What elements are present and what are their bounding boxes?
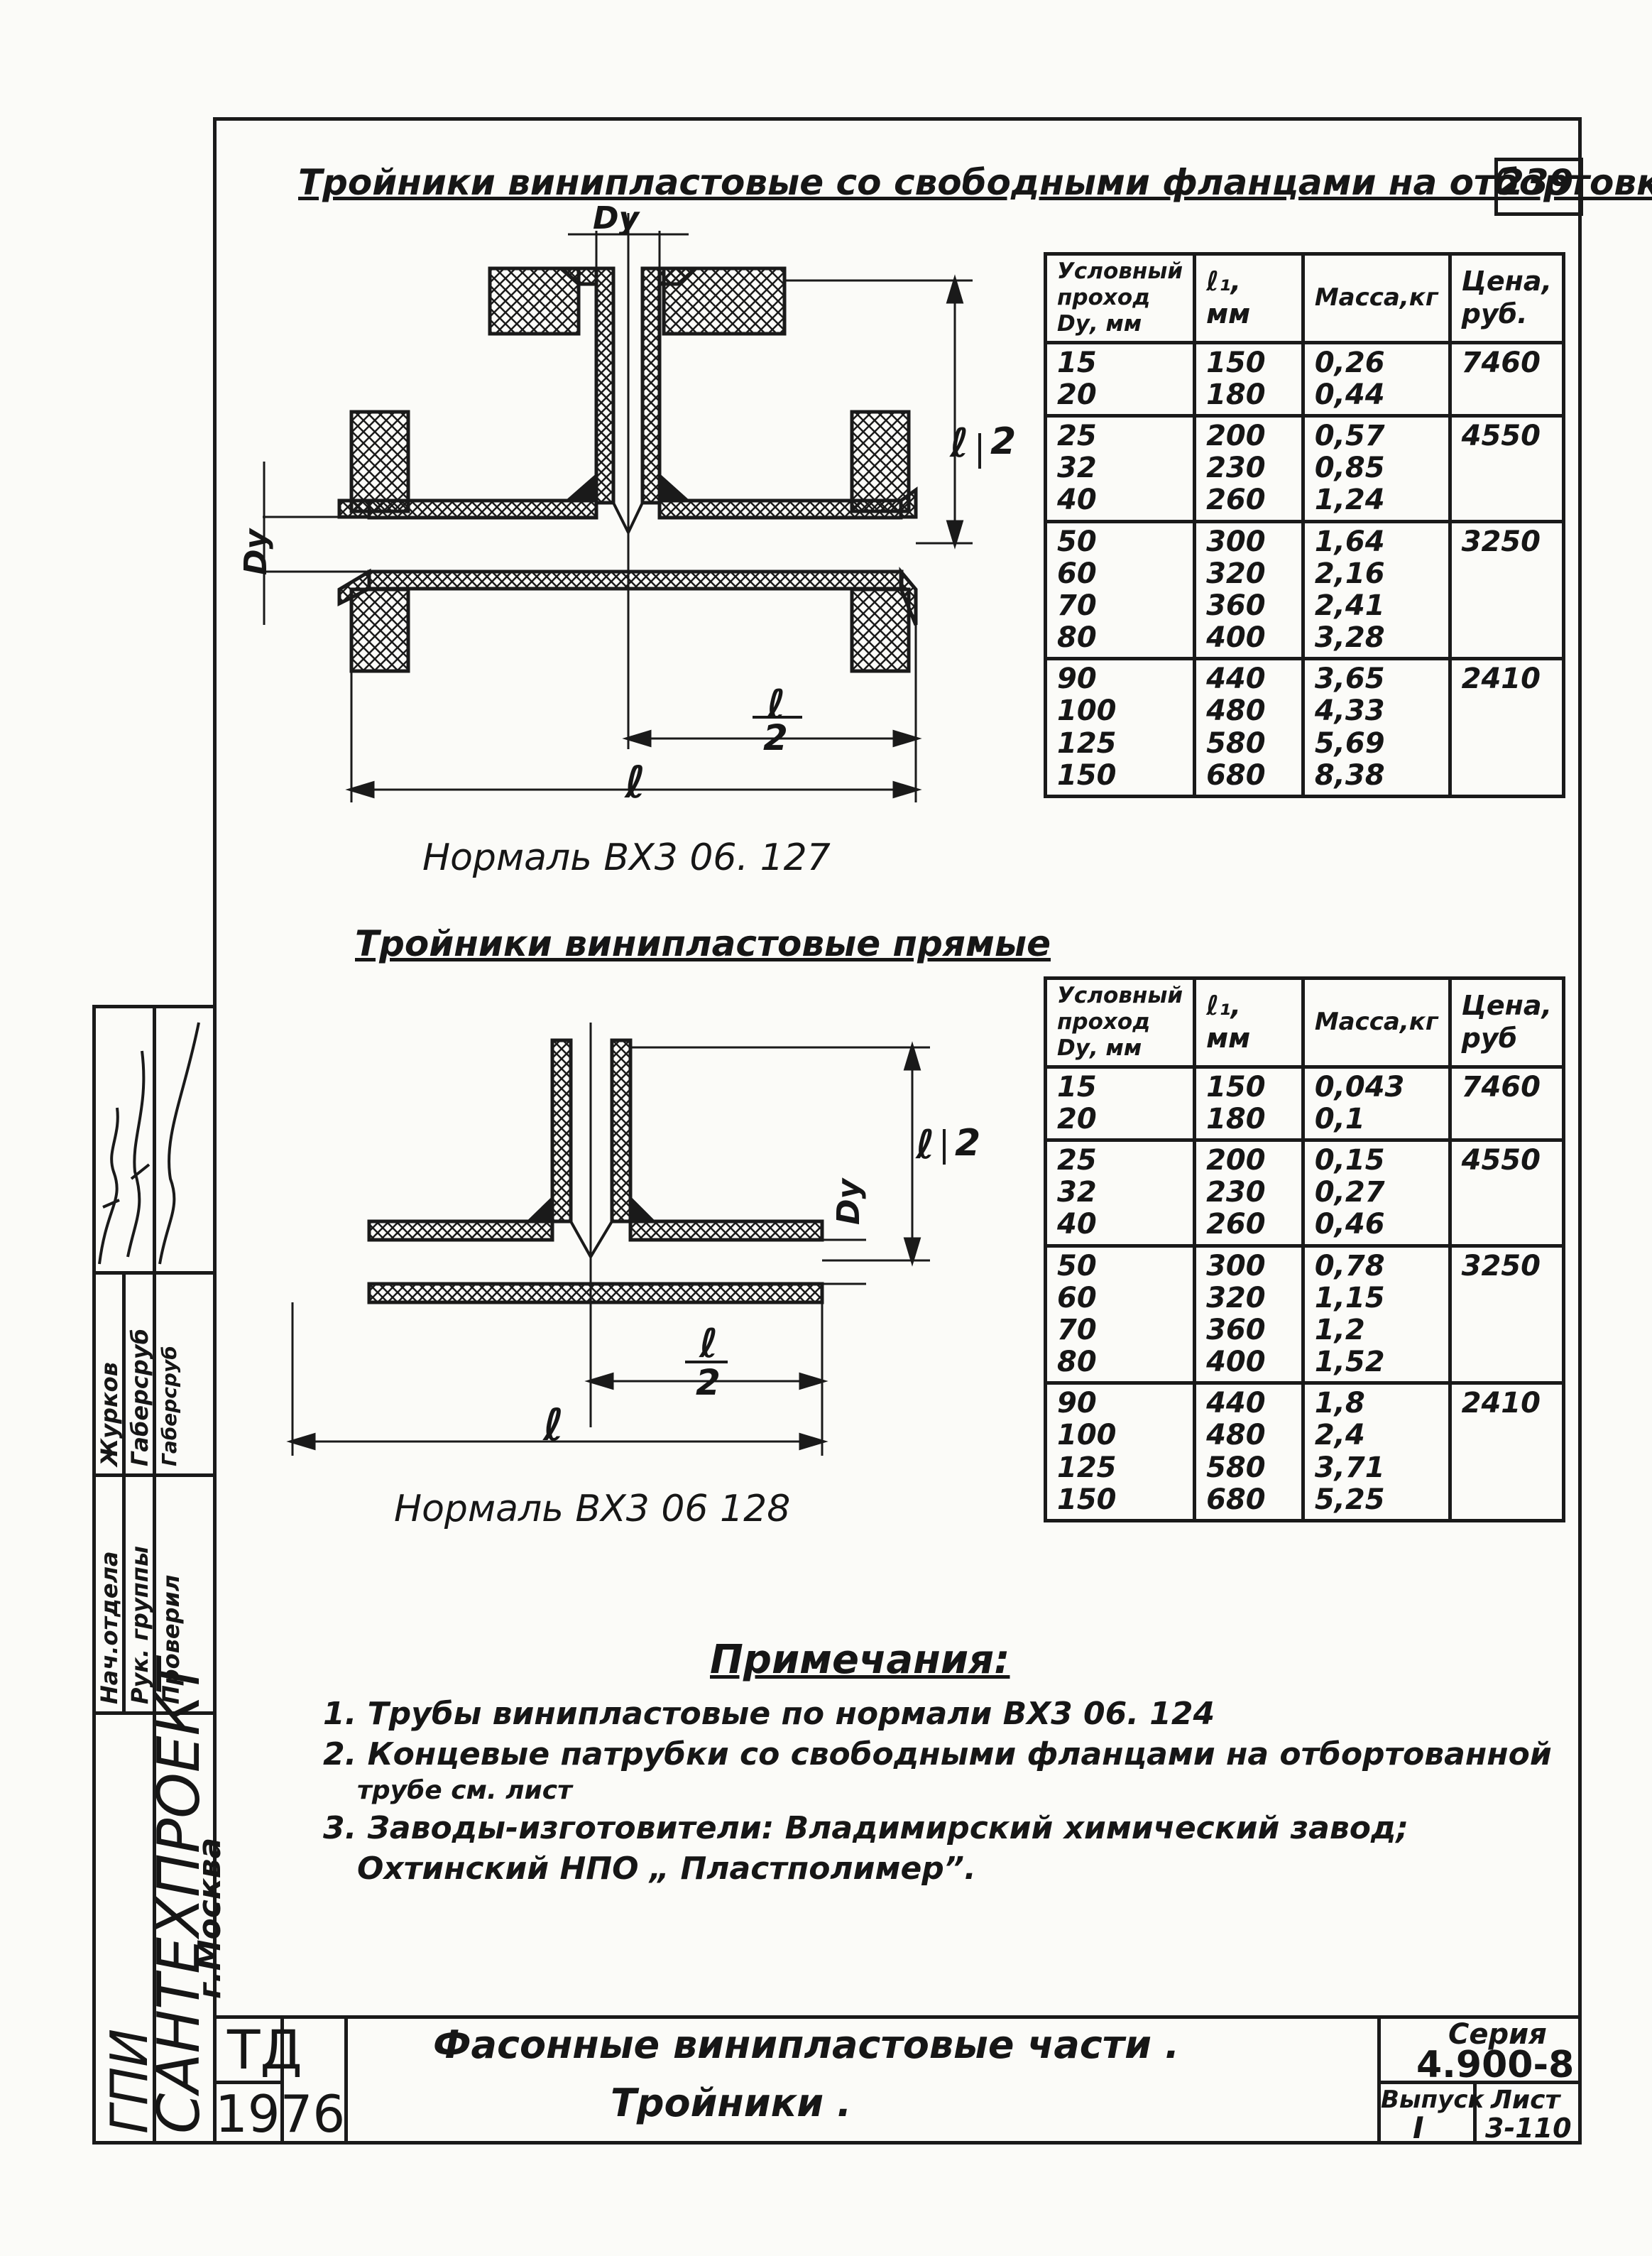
col-price-header: Цена, руб	[1448, 976, 1566, 1069]
run2-wall-upper-right	[628, 1219, 824, 1242]
section2-title: Тройники винипластовые прямые	[355, 923, 1051, 964]
sheet-number-box	[1494, 158, 1583, 216]
l-half-label-2: ℓ	[699, 1321, 718, 1367]
two-half-label-1: 2	[763, 717, 788, 758]
sheet-number: 239	[1499, 162, 1574, 203]
note-3: 3. Заводы-изготовители: Владимирский хим…	[323, 1810, 1409, 1847]
issue-value: I	[1413, 2110, 1424, 2145]
two-label-right-1: 2	[990, 420, 1017, 463]
sheet-label: Лист	[1491, 2086, 1560, 2115]
two-label-right-2: 2	[955, 1122, 981, 1165]
col-price-header: Цена, руб.	[1448, 252, 1566, 344]
l-label-right-2: ℓ	[916, 1122, 935, 1168]
two-half-label-2: 2	[696, 1362, 721, 1403]
series-value: 4.900-8	[1416, 2044, 1575, 2086]
flange-left-lower	[349, 587, 410, 673]
notes-list: 1. Трубы винипластовые по нормали ВХ3 06…	[323, 1694, 1552, 1890]
td-label: ТД	[227, 2018, 302, 2081]
section1-title: Тройники винипластовые со свободными фла…	[298, 162, 1652, 203]
col-mass-header: Масса,кг	[1301, 252, 1452, 344]
main-title-line1: Фасонные винипластовые части .	[433, 2022, 1180, 2067]
flange-right-lower	[850, 587, 911, 673]
signature-3	[158, 1022, 200, 1265]
col-l1-header: ℓ₁, мм	[1193, 252, 1305, 344]
l-full-label-2: ℓ	[543, 1399, 564, 1451]
note-3-cont: Охтинский НПО „ Пластполимер”.	[357, 1851, 976, 1887]
tee-straight-drawing	[286, 1023, 946, 1456]
l-full-label-1: ℓ	[625, 756, 646, 808]
run2-wall-lower	[367, 1282, 824, 1304]
flange-top-left	[488, 266, 581, 336]
col-mass-header: Масса,кг	[1301, 976, 1452, 1069]
spec-table-flanged: Условный проход Dу, мм ℓ₁, мм Масса,кг Ц…	[1043, 252, 1566, 798]
run2-wall-upper-left	[367, 1219, 554, 1242]
normal1-caption: Нормаль ВХ3 06. 127	[422, 837, 831, 879]
note-1: 1. Трубы винипластовые по нормали ВХ3 06…	[323, 1696, 1215, 1732]
signature-2	[126, 1050, 151, 1258]
branch-wall-right	[640, 266, 662, 505]
note-2-cont: трубе см. лист	[357, 1776, 572, 1806]
l-half-label-1: ℓ	[767, 682, 786, 728]
col-l1-header: ℓ₁, мм	[1193, 976, 1305, 1069]
signature-1	[98, 1107, 120, 1265]
col-dy-header: Условный проход Dу, мм	[1043, 252, 1197, 344]
branch2-wall-left	[550, 1038, 573, 1224]
sheet-value: 3-110	[1485, 2113, 1572, 2144]
main-title-line2: Тройники .	[611, 2081, 852, 2125]
run-wall-upper-right	[657, 498, 903, 520]
spec-table-straight: Условный проход Dу, мм ℓ₁, мм Масса,кг Ц…	[1043, 976, 1566, 1522]
dy-label-top: Dy	[593, 200, 640, 236]
year-label: 1976	[215, 2084, 346, 2144]
l-label-right-1: ℓ	[950, 420, 969, 467]
normal2-caption: Нормаль ВХ3 06 128	[394, 1488, 791, 1530]
note-2: 2. Концевые патрубки со свободными фланц…	[323, 1736, 1552, 1773]
notes-heading: Примечания:	[710, 1637, 1010, 1683]
branch-wall-left	[594, 266, 616, 505]
branch2-wall-right	[610, 1038, 633, 1224]
issue-label: Выпуск	[1381, 2086, 1484, 2114]
col-dy-header: Условный проход Dу, мм	[1043, 976, 1197, 1069]
series-label: Серия	[1448, 2018, 1547, 2051]
org-city: г.Москва	[192, 1837, 228, 1999]
